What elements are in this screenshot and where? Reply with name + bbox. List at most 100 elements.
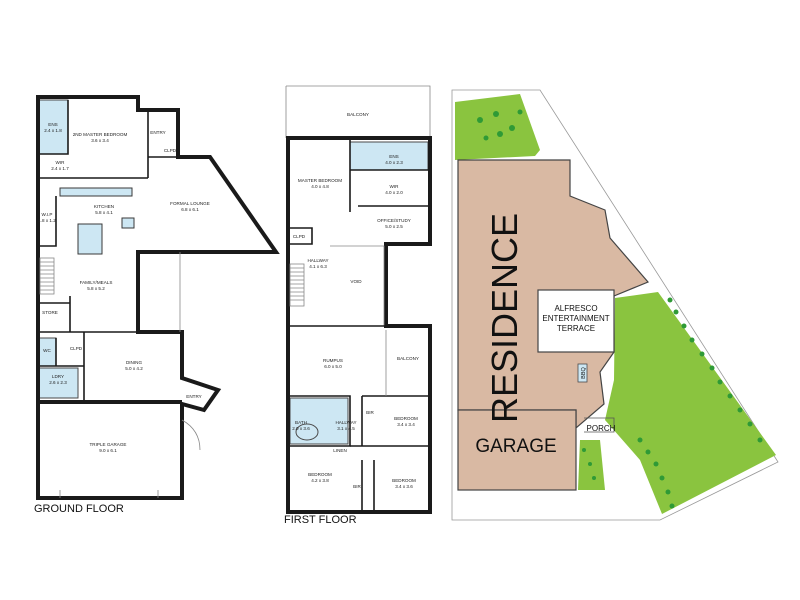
first-room-label: CLPD bbox=[293, 234, 306, 239]
first-ensuite-area bbox=[349, 141, 429, 171]
ground-ensuite-area bbox=[37, 99, 69, 155]
ground-room-label: CLPD bbox=[164, 148, 177, 153]
ground-floor-caption: GROUND FLOOR bbox=[34, 503, 124, 515]
ground-room-dims: 1.8 x 1.2 bbox=[38, 218, 56, 223]
ground-room-label: DINING bbox=[126, 360, 143, 365]
ground-room-label: WIR bbox=[56, 160, 66, 165]
ground-room-dims: 5.8 x 4.1 bbox=[95, 210, 113, 215]
ground-ensuite-wall bbox=[38, 100, 69, 155]
robe-walls bbox=[361, 460, 375, 512]
ground-room-label: ENTRY bbox=[150, 130, 166, 135]
first-outer-walls bbox=[286, 136, 432, 514]
ground-room-dims: 5.0 x 4.2 bbox=[125, 366, 143, 371]
first-cupboard-wall bbox=[288, 227, 313, 245]
ground-room-label: 2ND MASTER BEDROOM bbox=[73, 132, 128, 137]
garage-door-marks bbox=[59, 490, 159, 498]
ground-room-dims: 2.6 x 2.3 bbox=[49, 380, 67, 385]
garage-label: GARAGE bbox=[475, 436, 556, 457]
kitchen-bench bbox=[59, 187, 133, 197]
first-room-dims: 4.1 x 6.3 bbox=[309, 264, 327, 269]
bbq-unit bbox=[577, 363, 588, 383]
first-room-dims: 3.4 x 3.6 bbox=[395, 484, 413, 489]
site-boundary bbox=[451, 89, 779, 521]
first-room-label: HALLWAY bbox=[307, 258, 328, 263]
shrubs bbox=[477, 109, 763, 509]
first-room-dims: 3.4 x 3.4 bbox=[397, 422, 415, 427]
top-balcony-outline bbox=[285, 85, 431, 138]
bath-wall bbox=[288, 395, 351, 447]
first-room-label: VOID bbox=[350, 279, 362, 284]
ground-stairs bbox=[39, 257, 55, 295]
first-room-label: WIR bbox=[390, 184, 400, 189]
first-room-label: BATH bbox=[295, 420, 307, 425]
first-room-label: BALCONY bbox=[397, 356, 419, 361]
garage-footprint bbox=[457, 409, 577, 491]
ground-room-dims: 6.8 x 6.1 bbox=[181, 207, 199, 212]
ground-floor-plan: 2ND MASTER BEDROOM 3.6 x 3.4 ENS 2.4 x 1… bbox=[34, 95, 280, 515]
ground-room-label: FORMAL LOUNGE bbox=[170, 201, 210, 206]
first-room-label: BEDROOM bbox=[394, 416, 418, 421]
bedroom-walls bbox=[350, 395, 430, 447]
master-suite-walls bbox=[349, 138, 430, 212]
lawn-east bbox=[605, 292, 776, 514]
first-floor-plan: BALCONY MASTER BEDROOM 4.0 x 4.8 ENS 4.0… bbox=[284, 85, 432, 526]
ground-room-dims: 2.4 x 1.7 bbox=[51, 166, 69, 171]
ground-room-label: WC bbox=[43, 348, 51, 353]
site-plan: RESIDENCE GARAGE ALFRESCO ENTERTAINMENT … bbox=[451, 89, 779, 521]
kitchen-island bbox=[77, 223, 103, 255]
first-room-dims: 2.0 x 3.6 bbox=[292, 426, 310, 431]
ground-room-label: W.I.P bbox=[42, 212, 53, 217]
first-floor-caption: FIRST FLOOR bbox=[284, 514, 357, 526]
first-room-label: BEDROOM bbox=[308, 472, 332, 477]
ground-room-label: STORE bbox=[42, 310, 58, 315]
ground-room-label: FAMILY/MEALS bbox=[80, 280, 113, 285]
ground-room-dims: 3.6 x 3.4 bbox=[91, 138, 109, 143]
porch-label: PORCH bbox=[587, 424, 616, 433]
pantry-wall bbox=[38, 196, 57, 247]
ground-room-label: KITCHEN bbox=[94, 204, 114, 209]
lawn-top-left bbox=[455, 94, 540, 160]
first-stairs bbox=[289, 263, 305, 307]
alfresco-label-line-2: ENTERTAINMENT bbox=[542, 314, 609, 323]
first-room-dims: 4.2 x 3.8 bbox=[311, 478, 329, 483]
first-room-label: BEDROOM bbox=[392, 478, 416, 483]
laundry-area bbox=[37, 367, 79, 399]
kitchen-appliance bbox=[121, 217, 135, 229]
void-outline bbox=[330, 245, 385, 327]
first-room-label: OFFICE/STUDY bbox=[377, 218, 411, 223]
ground-room-dims: 5.8 x 5.2 bbox=[87, 286, 105, 291]
ground-room-dims: 2.4 x 1.8 bbox=[44, 128, 62, 133]
first-room-label: LINEN bbox=[333, 448, 347, 453]
first-room-label: BIR bbox=[366, 410, 374, 415]
ground-entry-wall bbox=[147, 110, 178, 178]
alfresco-terrace bbox=[537, 289, 615, 353]
first-room-dims: 4.0 x 2.0 bbox=[385, 190, 403, 195]
bathtub bbox=[295, 423, 319, 441]
first-room-label: BIR bbox=[353, 484, 361, 489]
residence-label: RESIDENCE bbox=[484, 213, 525, 423]
alfresco-label-line-3: TERRACE bbox=[557, 324, 595, 333]
alfresco-label-line-1: ALFRESCO bbox=[554, 304, 597, 313]
first-room-dims: 3.1 x 4.5 bbox=[337, 426, 355, 431]
laundry-wall bbox=[38, 332, 85, 400]
first-room-dims: 6.0 x 5.0 bbox=[324, 364, 342, 369]
first-room-label: MASTER BEDROOM bbox=[298, 178, 342, 183]
first-room-dims: 4.0 x 4.8 bbox=[311, 184, 329, 189]
first-room-label: HALLWAY bbox=[335, 420, 356, 425]
first-room-label: RUMPUS bbox=[323, 358, 343, 363]
store-wall bbox=[38, 296, 138, 333]
first-room-label: ENS bbox=[389, 154, 398, 159]
bbq-label: BBQ bbox=[581, 366, 587, 378]
garage-door-swing bbox=[181, 419, 201, 451]
first-room-dims: 4.0 x 2.3 bbox=[385, 160, 403, 165]
ground-room-label: TRIPLE GARAGE bbox=[89, 442, 126, 447]
ground-room-label: ENTRY bbox=[186, 394, 202, 399]
ground-room-label: LDRY bbox=[52, 374, 64, 379]
ground-room-label: CLPD bbox=[70, 346, 83, 351]
ground-room-label: ENS bbox=[48, 122, 57, 127]
ground-room-dims: 9.0 x 6.1 bbox=[99, 448, 117, 453]
first-room-label: BALCONY bbox=[347, 112, 369, 117]
porch-outline bbox=[584, 417, 615, 433]
first-room-dims: 5.0 x 2.5 bbox=[385, 224, 403, 229]
